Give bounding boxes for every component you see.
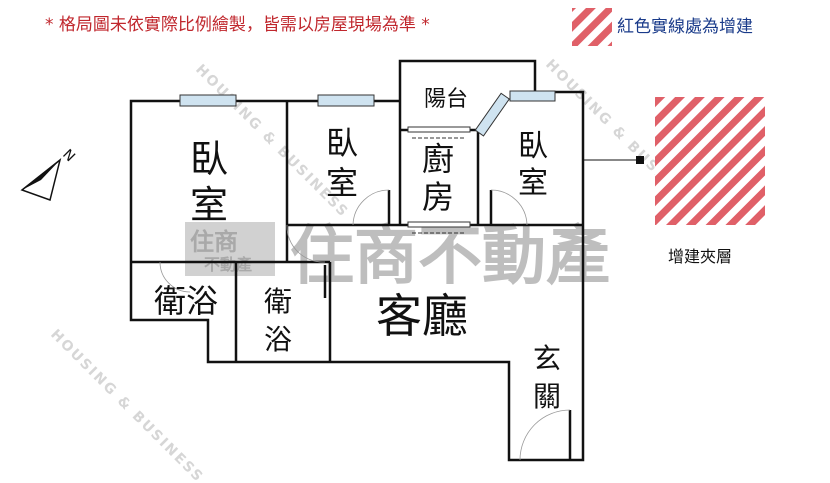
walls xyxy=(129,59,644,462)
watermark-logo-bottom: 不動產 xyxy=(204,255,252,274)
room-label-bedroom-left: 室 xyxy=(190,183,228,227)
watermark: 住商 不動產 住商不動產 HOUSING & BUSINESS HOUSING … xyxy=(47,57,702,483)
compass-label: N xyxy=(59,147,78,166)
door-swings xyxy=(159,189,571,461)
windows xyxy=(179,90,556,137)
room-label-entrance: 玄 xyxy=(533,342,561,375)
room-label-bath-left: 衛浴 xyxy=(154,282,218,320)
room-label-living-room: 客廳 xyxy=(376,289,468,343)
watermark-english: HOUSING & BUSINESS xyxy=(47,327,207,483)
room-labels: 臥 室 臥 室 陽台 廚 房 臥 室 衛浴 衛 浴 客廳 玄 關 xyxy=(154,87,561,413)
watermark-logo-top: 住商 xyxy=(190,228,238,256)
room-label-kitchen: 房 xyxy=(422,178,454,216)
room-label-bedroom-right: 臥 xyxy=(518,129,548,164)
room-label-bath-middle: 浴 xyxy=(264,323,292,356)
watermark-brand: 住商不動產 xyxy=(290,220,610,294)
room-label-entrance: 關 xyxy=(533,380,561,413)
sliding-doors xyxy=(407,126,471,234)
room-label-bedroom-middle: 臥 xyxy=(326,124,358,162)
north-arrow-icon: N xyxy=(20,147,78,201)
room-label-bath-middle: 衛 xyxy=(264,285,292,318)
room-label-kitchen: 廚 xyxy=(422,140,454,178)
room-label-bedroom-middle: 室 xyxy=(326,164,358,202)
addition-hatch-area xyxy=(655,97,765,225)
room-label-balcony: 陽台 xyxy=(424,87,468,112)
legend-hatch-swatch xyxy=(572,8,612,46)
addition-label: 增建夾層 xyxy=(668,247,732,266)
room-label-bedroom-left: 臥 xyxy=(190,137,228,181)
disclaimer-text: * 格局圖未依實際比例繪製，皆需以房屋現場為準 * xyxy=(45,15,430,35)
room-label-bedroom-right: 室 xyxy=(518,166,548,201)
legend-label: 紅色實線處為增建 xyxy=(617,17,753,37)
